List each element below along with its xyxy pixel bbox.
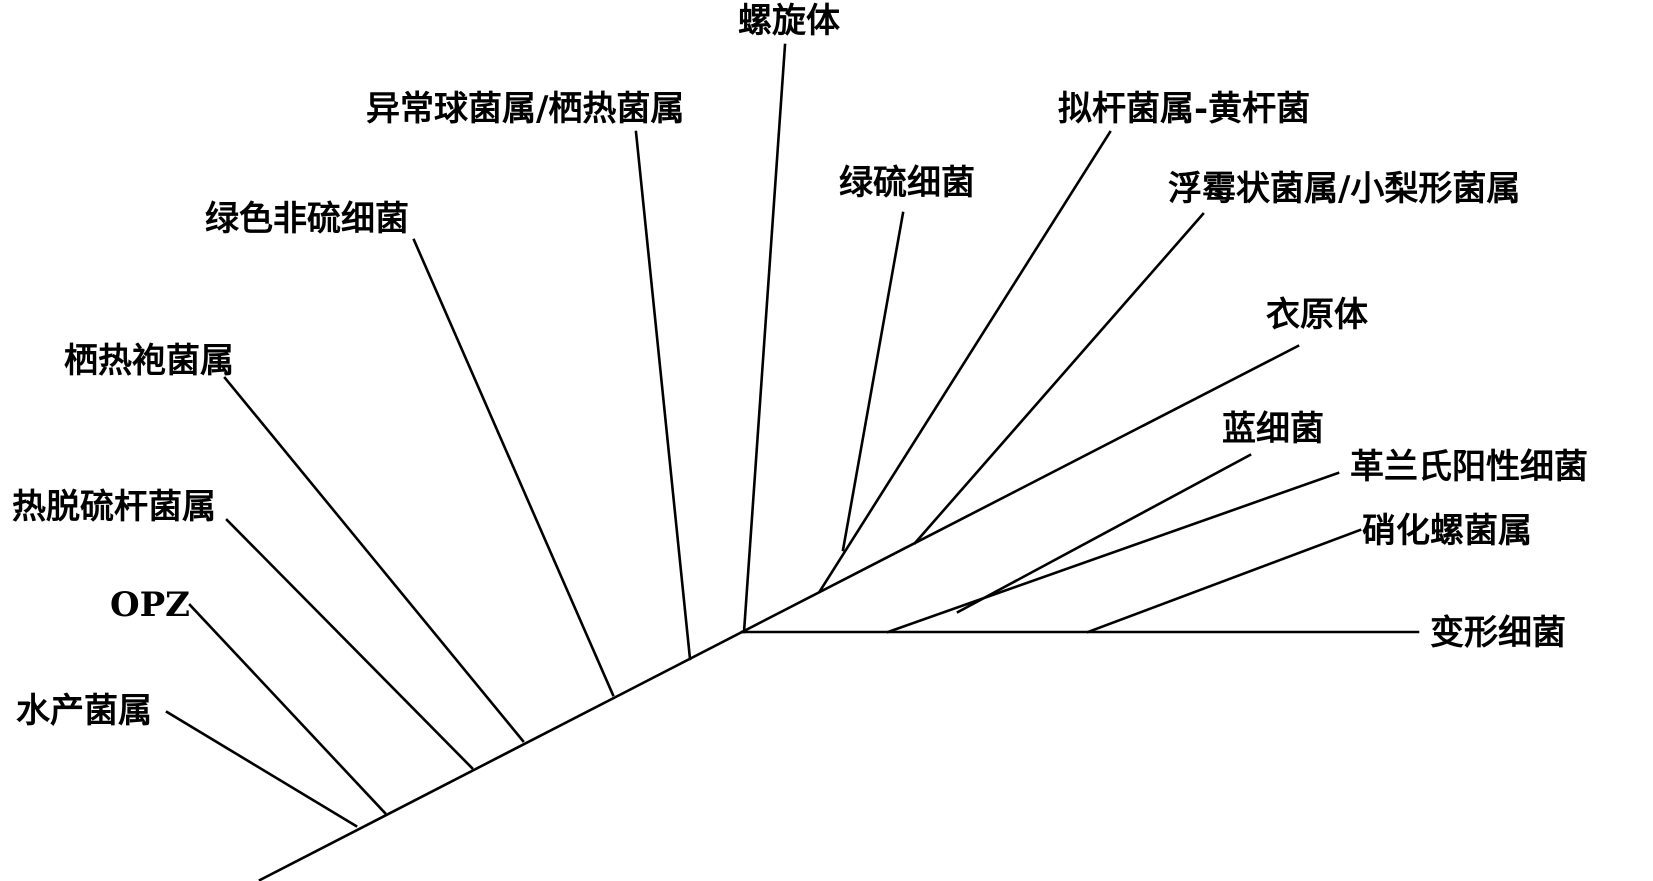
label-chlamydia: 衣原体: [1266, 295, 1368, 335]
label-deinococcus: 异常球菌属/栖热菌属: [366, 89, 684, 129]
branch-planctomyces: [913, 212, 1205, 545]
branch-green-sulfur: [841, 211, 905, 552]
branch-bacteroides: [818, 130, 1112, 593]
label-aquifex: 水产菌属: [16, 691, 152, 731]
branch-green-nonsulfur: [412, 238, 615, 697]
label-nitrospira: 硝化螺菌属: [1362, 511, 1532, 551]
branch-thermotoga: [223, 376, 525, 743]
label-planctomyces: 浮霉状菌属/小梨形菌属: [1168, 169, 1520, 209]
branch-gram-positive: [886, 471, 1340, 634]
label-green-sulfur: 绿硫细菌: [839, 163, 975, 203]
branch-thermodesulfobacterium: [225, 518, 474, 770]
branch-aquifex: [165, 710, 358, 828]
label-proteobacteria: 变形细菌: [1430, 613, 1566, 653]
root-trunk: [258, 630, 744, 881]
label-cyanobacteria: 蓝细菌: [1222, 409, 1324, 449]
branch-cyanobacteria: [956, 453, 1252, 614]
label-green-nonsulfur: 绿色非硫细菌: [205, 199, 409, 239]
label-gram-positive: 革兰氏阳性细菌: [1350, 447, 1588, 487]
label-thermodesulfobacterium: 热脱硫杆菌属: [12, 487, 216, 527]
label-bacteroides: 拟杆菌属-黄杆菌: [1058, 89, 1310, 129]
label-spirochetes: 螺旋体: [738, 1, 840, 41]
branch-spirochetes: [742, 43, 787, 634]
label-opz: OPZ: [110, 585, 190, 625]
internal-branch-upper: [740, 344, 1300, 634]
branch-opz: [188, 603, 387, 815]
branch-nitrospira: [1086, 528, 1362, 634]
label-thermotoga: 栖热袍菌属: [64, 341, 234, 381]
branch-deinococcus: [634, 130, 692, 661]
